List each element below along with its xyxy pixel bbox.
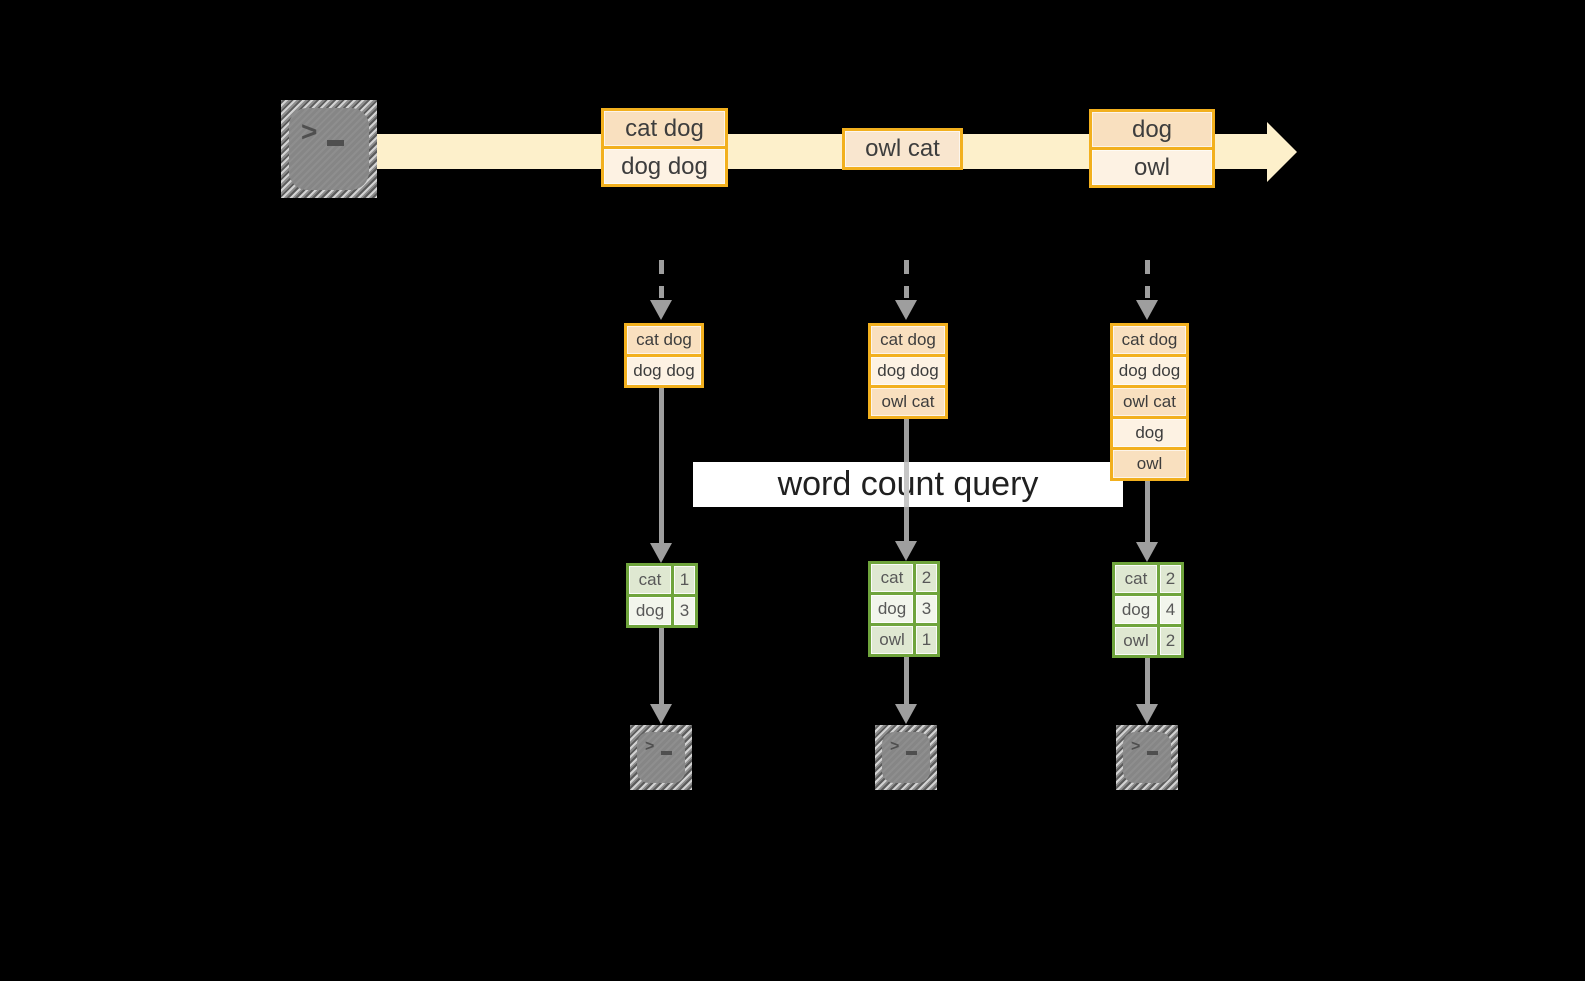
stream-record-batch-3: dog owl <box>1089 109 1215 188</box>
terminal-prompt-icon: > <box>1131 738 1141 755</box>
flow-arrowhead-icon <box>650 543 672 563</box>
flow-arrowhead-icon <box>895 541 917 561</box>
dashed-arrowhead-icon <box>1136 300 1158 320</box>
terminal-cursor-icon <box>906 751 917 755</box>
count-value-cell: 3 <box>674 597 695 625</box>
flow-line <box>1145 481 1150 542</box>
count-value-cell: 1 <box>916 626 937 654</box>
flow-line <box>904 657 909 706</box>
flow-arrowhead-icon <box>1136 542 1158 562</box>
state-stack-1: cat dog dog dog <box>624 323 704 388</box>
state-row: owl cat <box>1113 388 1186 416</box>
dashed-arrow-line <box>1145 260 1150 298</box>
flow-line-over-banner <box>904 462 909 507</box>
stream-record-batch-2: owl cat <box>842 128 963 170</box>
dashed-arrow-line <box>659 260 664 298</box>
state-row: cat dog <box>871 326 945 354</box>
output-terminal-icon: > <box>875 725 937 790</box>
state-row: dog dog <box>627 357 701 385</box>
count-value-cell: 4 <box>1160 596 1181 624</box>
terminal-prompt-icon: > <box>301 116 318 147</box>
stream-record-cell: dog <box>1092 112 1212 147</box>
count-value-cell: 2 <box>1160 627 1181 655</box>
output-terminal-icon: > <box>1116 725 1178 790</box>
terminal-cursor-icon <box>661 751 672 755</box>
terminal-screen: > <box>1123 732 1171 783</box>
terminal-screen: > <box>289 108 369 190</box>
count-value-cell: 1 <box>674 566 695 594</box>
state-row: cat dog <box>1113 326 1186 354</box>
state-row: dog dog <box>871 357 945 385</box>
terminal-cursor-icon <box>1147 751 1158 755</box>
dashed-arrowhead-icon <box>895 300 917 320</box>
terminal-prompt-icon: > <box>645 738 655 755</box>
terminal-cursor-icon <box>327 140 344 146</box>
flow-line <box>659 388 664 543</box>
count-word-cell: owl <box>1115 627 1157 655</box>
count-table-3: cat 2 dog 4 owl 2 <box>1112 562 1184 658</box>
count-table-2: cat 2 dog 3 owl 1 <box>868 561 940 657</box>
stream-arrowhead-icon <box>1267 122 1297 182</box>
stream-record-batch-1: cat dog dog dog <box>601 108 728 187</box>
flow-arrowhead-icon <box>1136 704 1158 724</box>
state-stack-3: cat dog dog dog owl cat dog owl <box>1110 323 1189 481</box>
state-row: owl cat <box>871 388 945 416</box>
count-value-cell: 2 <box>916 564 937 592</box>
count-value-cell: 2 <box>1160 565 1181 593</box>
stream-record-cell: owl <box>1092 150 1212 185</box>
terminal-screen: > <box>637 732 685 783</box>
state-row: dog <box>1113 419 1186 447</box>
state-row: owl <box>1113 450 1186 478</box>
flow-arrowhead-icon <box>895 704 917 724</box>
stream-record-cell: dog dog <box>604 149 725 184</box>
dashed-arrow-line <box>904 260 909 298</box>
count-word-cell: owl <box>871 626 913 654</box>
terminal-prompt-icon: > <box>890 738 900 755</box>
stream-record-cell: owl cat <box>845 131 960 167</box>
count-word-cell: cat <box>1115 565 1157 593</box>
terminal-screen: > <box>882 732 930 783</box>
state-stack-2: cat dog dog dog owl cat <box>868 323 948 419</box>
count-word-cell: dog <box>871 595 913 623</box>
count-word-cell: cat <box>629 566 671 594</box>
flow-line <box>1145 658 1150 706</box>
count-value-cell: 3 <box>916 595 937 623</box>
output-terminal-icon: > <box>630 725 692 790</box>
source-terminal-icon: > <box>281 100 377 198</box>
count-word-cell: dog <box>629 597 671 625</box>
flow-arrowhead-icon <box>650 704 672 724</box>
state-row: dog dog <box>1113 357 1186 385</box>
count-word-cell: cat <box>871 564 913 592</box>
state-row: cat dog <box>627 326 701 354</box>
stream-record-cell: cat dog <box>604 111 725 146</box>
count-table-1: cat 1 dog 3 <box>626 563 698 628</box>
count-word-cell: dog <box>1115 596 1157 624</box>
flow-line <box>659 628 664 706</box>
dashed-arrowhead-icon <box>650 300 672 320</box>
